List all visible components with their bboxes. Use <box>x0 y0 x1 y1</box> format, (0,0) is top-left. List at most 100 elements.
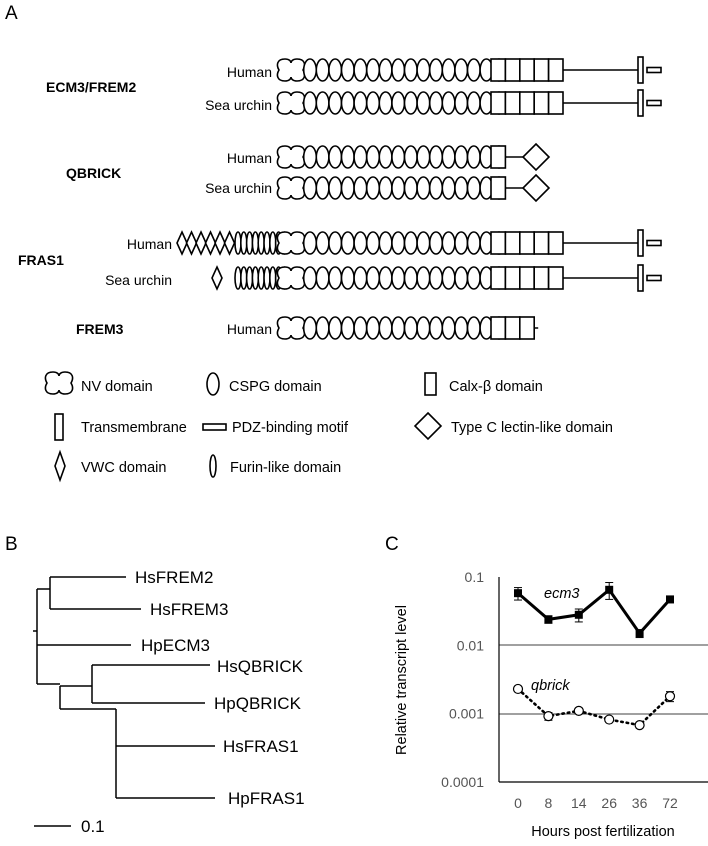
data-point-ecm3-26 <box>605 585 614 594</box>
data-point-qbrick-8 <box>543 711 554 722</box>
calx-beta-domain-icon <box>518 58 535 82</box>
cspg-domain-icon <box>428 231 444 255</box>
cspg-domain-icon <box>328 91 343 115</box>
cspg-domain-icon <box>466 91 481 115</box>
calx-beta-domain-icon <box>547 231 564 255</box>
legend-label-nv-domain: NV domain <box>81 379 153 395</box>
cspg-domain-icon <box>466 231 481 255</box>
type-c-lectin-like-domain-icon <box>413 411 443 441</box>
cspg-domain-icon <box>454 58 469 82</box>
cspg-domain-icon <box>403 145 418 169</box>
cspg-domain-icon <box>328 231 343 255</box>
cspg-domain-icon <box>391 231 406 255</box>
y-tick-label: 0.01 <box>457 637 484 653</box>
vwc-domain-icon <box>185 230 198 256</box>
panel-label-a: A <box>5 3 18 24</box>
cspg-domain-icon <box>328 145 343 169</box>
series-label-ecm3: ecm3 <box>544 586 579 602</box>
transmembrane-icon <box>637 89 644 117</box>
cspg-domain-icon <box>315 231 330 255</box>
calx-beta-domain-icon <box>424 372 437 396</box>
cspg-domain-icon <box>365 266 381 290</box>
cspg-domain-icon <box>416 58 431 82</box>
cspg-domain-icon <box>428 91 444 115</box>
cspg-domain-icon <box>403 91 418 115</box>
calx-beta-domain-icon <box>490 176 507 200</box>
cspg-domain-icon <box>466 266 481 290</box>
cspg-domain-icon <box>340 145 355 169</box>
cspg-domain-icon <box>328 176 343 200</box>
cspg-domain-icon <box>365 231 381 255</box>
tree-leaf-hsfrem2: HsFREM2 <box>135 568 213 587</box>
y-tick-label: 0.1 <box>465 569 485 585</box>
species-label-qbrick-sea-urchin: Sea urchin <box>205 180 272 196</box>
nv-domain-icon <box>276 231 306 255</box>
calx-beta-domain-icon <box>533 266 550 290</box>
cspg-domain-icon <box>454 231 469 255</box>
cspg-domain-icon <box>454 266 469 290</box>
data-point-ecm3-14 <box>574 610 583 619</box>
transmembrane-icon <box>54 413 64 441</box>
scale-bar-label: 0.1 <box>81 817 105 836</box>
legend-label-calx-beta-domain: Calx-β domain <box>449 379 543 395</box>
nv-domain-icon <box>276 91 306 115</box>
cspg-domain-icon <box>454 176 469 200</box>
calx-beta-domain-icon <box>533 91 550 115</box>
calx-beta-domain-icon <box>504 58 521 82</box>
cspg-domain-icon <box>378 91 393 115</box>
pdz-binding-motif-icon <box>646 239 662 247</box>
calx-beta-domain-icon <box>518 231 535 255</box>
cspg-domain-icon <box>466 58 481 82</box>
cspg-domain-icon <box>315 145 330 169</box>
cspg-domain-icon <box>315 58 330 82</box>
cspg-domain-icon <box>340 266 355 290</box>
species-label-ecm3-human: Human <box>227 64 272 80</box>
species-label-frem3-human: Human <box>227 321 272 337</box>
cspg-domain-icon <box>391 145 406 169</box>
tree-leaf-hsfras1: HsFRAS1 <box>223 737 299 756</box>
type-c-lectin-like-domain-icon <box>521 142 551 172</box>
cspg-domain-icon <box>353 176 368 200</box>
cspg-domain-icon <box>340 91 355 115</box>
cspg-domain-icon <box>454 145 469 169</box>
nv-domain-icon <box>276 58 306 82</box>
cspg-domain-icon <box>416 316 431 340</box>
legend-label-vwc-domain: VWC domain <box>81 460 166 476</box>
cspg-domain-icon <box>441 145 456 169</box>
cspg-domain-icon <box>403 316 418 340</box>
group-label-frem3: FREM3 <box>76 321 124 337</box>
data-point-qbrick-0 <box>512 683 524 695</box>
cspg-domain-icon <box>353 58 368 82</box>
cspg-domain-icon <box>428 266 444 290</box>
cspg-domain-icon <box>365 316 381 340</box>
y-tick-label: 0.001 <box>449 706 484 722</box>
group-label-ecm3-frem2: ECM3/FREM2 <box>46 79 136 95</box>
tree-leaf-hpecm3: HpECM3 <box>141 636 210 655</box>
cspg-domain-icon <box>206 372 220 396</box>
cspg-domain-icon <box>403 176 418 200</box>
vwc-domain-icon <box>195 230 207 256</box>
data-point-ecm3-36 <box>635 629 644 638</box>
transmembrane-icon <box>637 56 644 84</box>
x-tick-label: 72 <box>662 795 678 811</box>
cspg-domain-icon <box>378 145 393 169</box>
cspg-domain-icon <box>416 231 431 255</box>
cspg-domain-icon <box>441 176 456 200</box>
cspg-domain-icon <box>353 145 368 169</box>
pdz-binding-motif-icon <box>646 274 662 282</box>
cspg-domain-icon <box>403 231 418 255</box>
cspg-domain-icon <box>416 266 431 290</box>
nv-domain-icon <box>276 266 306 290</box>
tree-leaf-hsqbrick: HsQBRICK <box>217 657 304 676</box>
calx-beta-domain-icon <box>518 266 535 290</box>
calx-beta-domain-icon <box>490 91 507 115</box>
species-label-qbrick-human: Human <box>227 150 272 166</box>
cspg-domain-icon <box>416 145 431 169</box>
data-point-qbrick-14 <box>573 705 584 716</box>
calx-beta-domain-icon <box>547 91 564 115</box>
pdz-binding-motif-icon <box>202 423 227 431</box>
cspg-domain-icon <box>353 91 368 115</box>
calx-beta-domain-icon <box>533 58 550 82</box>
calx-beta-domain-icon <box>490 266 507 290</box>
